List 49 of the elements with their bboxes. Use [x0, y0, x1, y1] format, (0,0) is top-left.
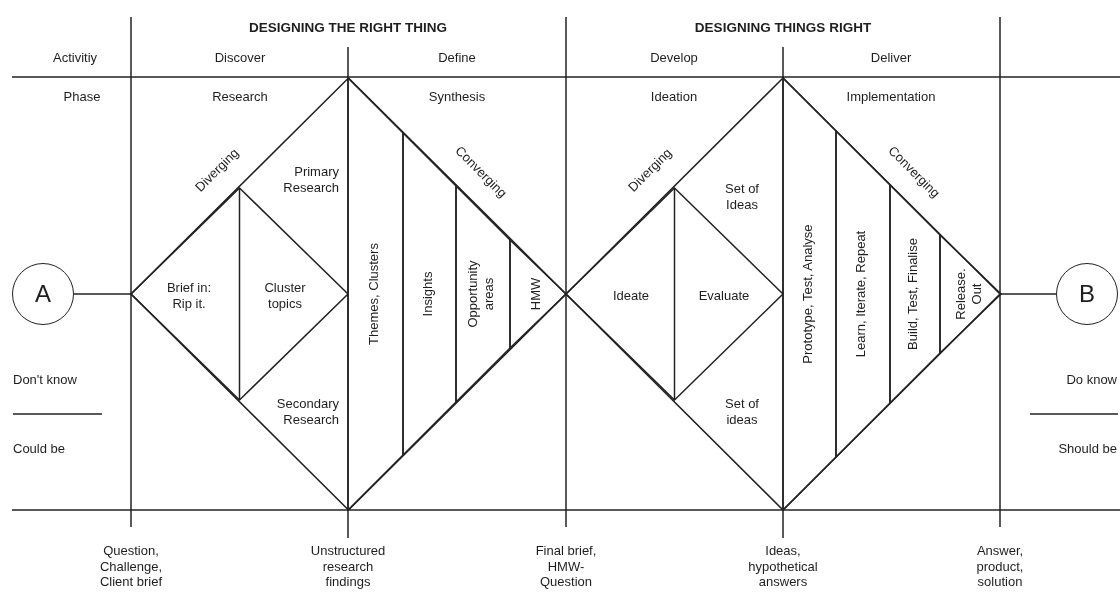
rotated-label: Insights: [419, 270, 436, 319]
rotated-label: Prototype, Test, Analyse: [799, 223, 816, 366]
rotated-label: Themes, Clusters: [365, 242, 382, 347]
strip-segment: [348, 78, 403, 510]
rotated-label: Learn, Iterate, Repeat: [853, 229, 869, 360]
rotated-label: Release. Out: [952, 267, 985, 322]
step-label: Brief in: Rip it.: [165, 280, 213, 312]
row-label: Synthesis: [428, 89, 486, 105]
row-label: Activitiy: [52, 50, 98, 66]
diamond-outline: [566, 78, 1000, 510]
stage-label: Secondary Research: [275, 396, 339, 428]
row-label: Unstructured research findings: [309, 543, 387, 590]
row-label: Final brief, HMW-Question: [534, 543, 598, 590]
stage-label: Set of Ideas: [724, 181, 760, 213]
row-label: Ideation: [650, 89, 698, 105]
step-label: Cluster topics: [263, 280, 307, 312]
section-heading: DESIGNING THE RIGHT THING: [249, 19, 447, 37]
rotated-label: Opportunity areas: [465, 259, 497, 330]
diamond-outline: [131, 78, 566, 510]
row-label: Don't know: [13, 372, 77, 388]
row-label: Phase: [63, 89, 101, 105]
connector-line: [999, 293, 1057, 295]
row-label: Discover: [214, 50, 266, 66]
strip-segment: [510, 240, 566, 348]
section-heading: DESIGNING THINGS RIGHT: [694, 19, 872, 37]
rotated-label: Build, Test, Finalise: [905, 237, 921, 352]
step-label: Ideate: [611, 288, 651, 304]
stage-label: Primary Research: [282, 164, 339, 196]
connector-line: [73, 293, 132, 295]
row-label: Define: [438, 50, 476, 66]
row-label: Develop: [650, 50, 698, 66]
stage-label: Set of ideas: [724, 396, 760, 428]
strip-segment: [403, 133, 456, 455]
strip-segment: [940, 235, 1001, 353]
row-label: Could be: [13, 441, 66, 457]
row-label: Deliver: [870, 50, 912, 66]
rotated-label: HMW: [528, 276, 544, 313]
row-label: Research: [212, 89, 268, 105]
strip-segment: [783, 78, 836, 510]
row-label: Do know: [1066, 372, 1117, 388]
row-label: Should be: [1058, 441, 1117, 457]
circle-node: B: [1056, 263, 1118, 325]
circle-node: A: [12, 263, 74, 325]
strip-segment: [836, 131, 890, 457]
row-label: Implementation: [846, 89, 936, 105]
row-label: Ideas, hypothetical answers: [747, 543, 819, 590]
step-label: Evaluate: [697, 288, 751, 304]
row-label: Question, Challenge, Client brief: [98, 543, 164, 590]
row-label: Answer, product, solution: [975, 543, 1025, 590]
